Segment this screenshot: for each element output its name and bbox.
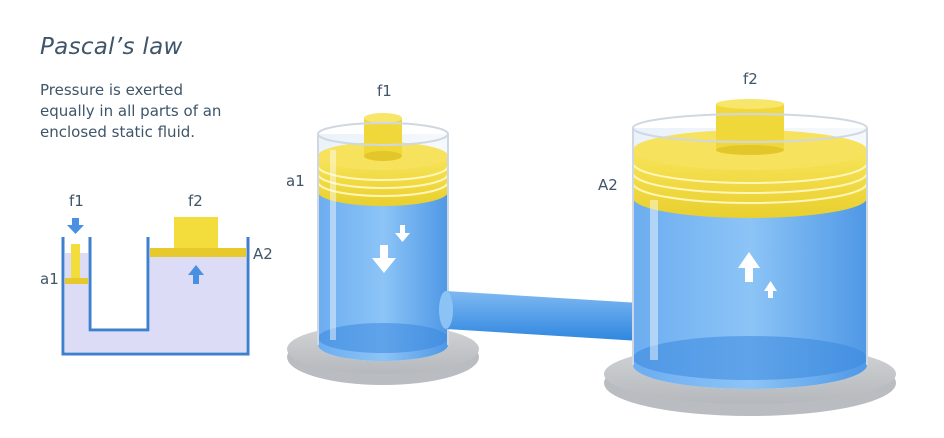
connecting-pipe [439, 291, 647, 341]
large-cylinder-up-arrow-small-icon [764, 281, 777, 298]
large-a1-label: a1 [286, 172, 305, 190]
page-title: Pascal’s law [40, 34, 183, 60]
small-cylinder-down-arrow-icon [372, 245, 396, 273]
large-f2-label: f2 [743, 70, 758, 88]
small-cylinder-down-arrow-small-icon [395, 225, 410, 242]
small-f2-label: f2 [188, 192, 203, 210]
large-f1-label: f1 [377, 82, 392, 100]
large-piston-block [174, 217, 218, 249]
small-a1-label: a1 [40, 270, 59, 288]
small-piston-rod [71, 244, 80, 282]
small-vessel-left-wall [61, 237, 250, 356]
small-vessel-inner-wall [88, 237, 150, 332]
large-cylinder [604, 99, 896, 416]
small-schematic [61, 217, 250, 356]
small-fluid [65, 253, 246, 352]
large-A2-label: A2 [598, 176, 618, 194]
up-arrow-icon [188, 265, 204, 284]
large-piston-plate [150, 248, 246, 257]
small-cylinder [287, 113, 479, 385]
description-text: Pressure is exerted equally in all parts… [40, 81, 222, 141]
small-piston-plate [65, 278, 88, 284]
small-f1-label: f1 [69, 192, 84, 210]
small-cylinder-fluid [318, 192, 448, 361]
large-cylinder-up-arrow-icon [738, 252, 760, 282]
small-A2-label: A2 [253, 245, 273, 263]
down-arrow-icon [67, 218, 84, 234]
